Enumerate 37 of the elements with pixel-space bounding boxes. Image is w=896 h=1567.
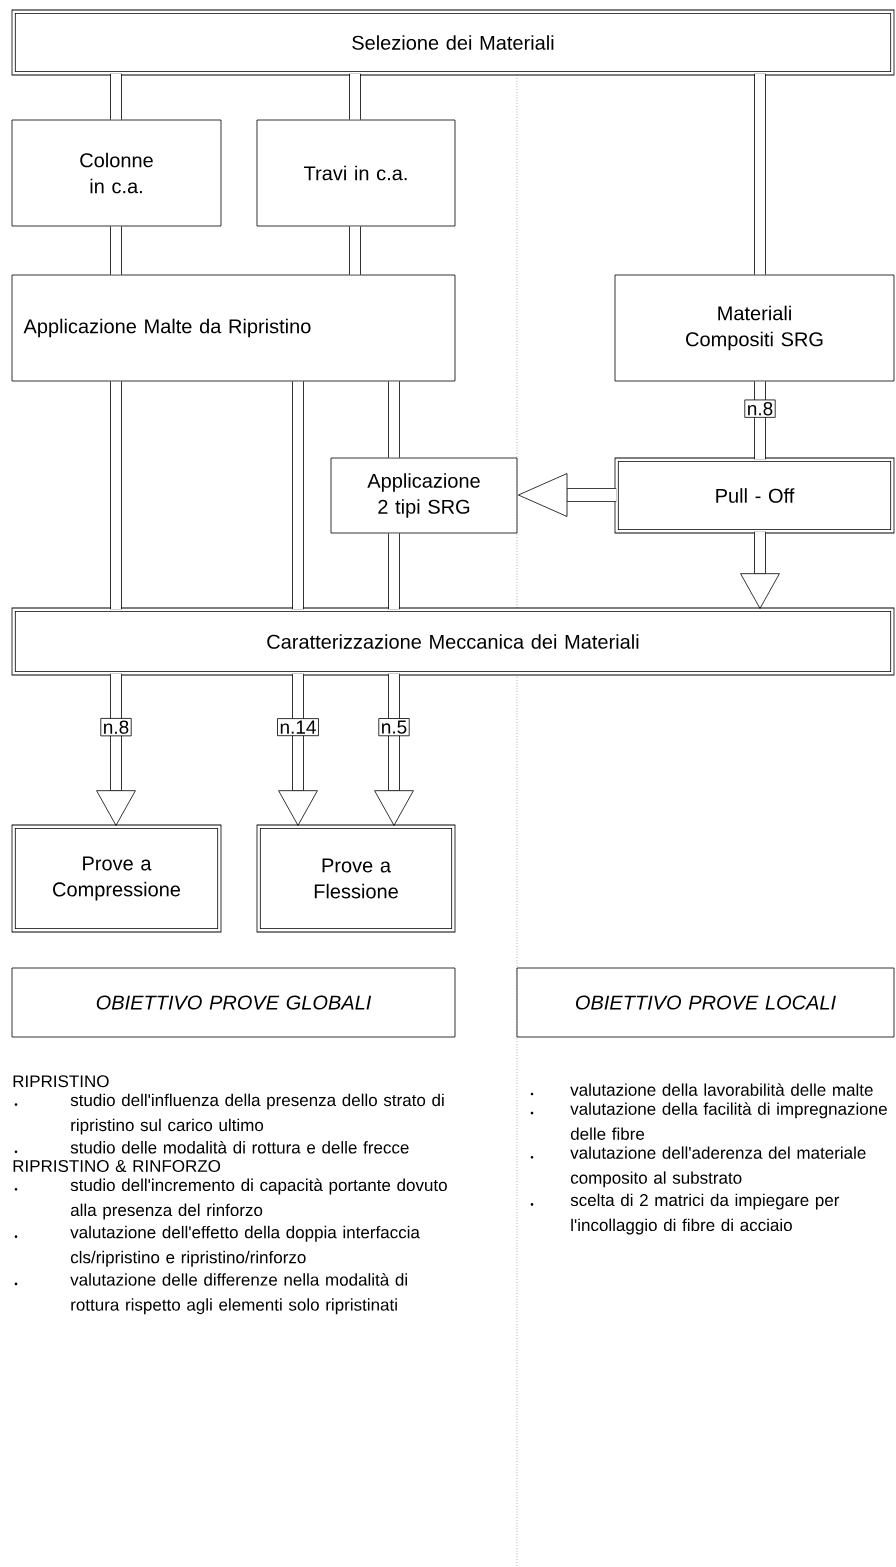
block-arrow <box>740 531 780 609</box>
bullet-text: scelta di 2 matrici da impiegare per l'incollaggio di fibre di acciaio <box>570 1193 840 1235</box>
process-box: Travi in c.a. <box>256 119 456 227</box>
edge-label: n.8 <box>744 399 776 418</box>
heading-box: OBIETTIVO PROVE GLOBALI <box>11 967 456 1038</box>
process-box: Prove a Flessione <box>256 824 456 933</box>
pipe-connector <box>110 381 122 610</box>
pipe-connector <box>349 226 361 275</box>
process-box: Pull - Off <box>614 457 895 534</box>
bullet-text: studio delle modalità di rottura e delle frecce <box>70 1140 409 1154</box>
process-box: Prove a Compressione <box>11 824 222 933</box>
section-heading: RIPRISTINO <box>13 1075 109 1088</box>
block-arrow <box>96 673 136 826</box>
process-box: Applicazione 2 tipi SRG <box>330 457 518 534</box>
process-box: Selezione dei Materiali <box>11 9 895 76</box>
edge-label: n.5 <box>378 718 410 737</box>
pipe-connector <box>292 381 304 610</box>
process-box: Colonne in c.a. <box>11 119 222 227</box>
pipe-connector <box>388 533 400 610</box>
edge-label: n.8 <box>100 718 132 737</box>
pipe-connector <box>388 381 400 458</box>
bullet-text: valutazione della lavorabilità delle malte <box>570 1083 873 1096</box>
block-arrow <box>278 673 318 826</box>
section-heading: RIPRISTINO & RINFORZO <box>13 1159 221 1172</box>
bullet-text: valutazione delle differenze nella modalità di rottura rispetto agli elementi solo ripristinati <box>70 1273 407 1315</box>
block-arrow <box>374 673 414 826</box>
process-box: Caratterizzazione Meccanica dei Materiali <box>11 607 895 676</box>
pipe-connector <box>754 73 766 275</box>
pipe-connector <box>110 73 122 120</box>
process-box: Applicazione Malte da Ripristino <box>11 274 456 382</box>
heading-box: OBIETTIVO PROVE LOCALI <box>516 967 895 1038</box>
process-box: Materiali Compositi SRG <box>614 274 895 382</box>
pipe-connector <box>349 73 361 120</box>
block-arrow <box>518 473 617 517</box>
edge-label: n.14 <box>277 718 319 737</box>
pipe-connector <box>110 226 122 275</box>
pipe-connector <box>754 381 766 460</box>
